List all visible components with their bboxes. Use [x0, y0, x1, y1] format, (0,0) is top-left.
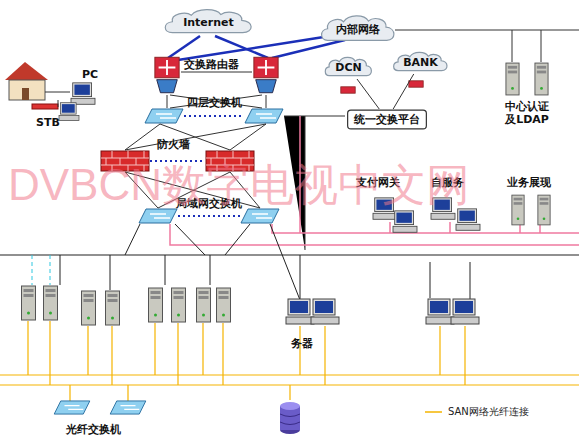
- device-label: 四层交换机: [187, 96, 242, 109]
- network-cloud: Internet: [161, 8, 256, 37]
- node-text: Internet: [161, 16, 256, 29]
- device-label: STB: [36, 116, 60, 129]
- device-label: PC: [82, 68, 98, 81]
- watermark: DVBCN数字电视中文网: [8, 156, 470, 215]
- link-line: [393, 74, 414, 109]
- device-label: 光纤交换机: [66, 423, 121, 436]
- link-stroke: [393, 74, 414, 109]
- node-text: DCN: [323, 61, 374, 74]
- link-stroke: [357, 79, 379, 109]
- node-text: BANK: [391, 56, 450, 69]
- device-label: 业务展现: [507, 176, 551, 189]
- link-line: [357, 79, 379, 109]
- network-cloud: 内部网络: [318, 14, 398, 45]
- device-label: 务器: [291, 337, 313, 350]
- platform-box: 统一交换平台: [346, 109, 428, 130]
- device-label: 防火墙: [157, 138, 190, 151]
- device-label: 交换路由器: [184, 58, 239, 71]
- network-cloud: BANK: [391, 51, 450, 74]
- legend-text: SAN网络光纤连接: [448, 405, 529, 419]
- device-label: 中心认证 及LDAP: [501, 100, 553, 126]
- node-text: 内部网络: [318, 22, 398, 37]
- network-cloud: DCN: [323, 56, 374, 79]
- node-text: 统一交换平台: [346, 112, 428, 127]
